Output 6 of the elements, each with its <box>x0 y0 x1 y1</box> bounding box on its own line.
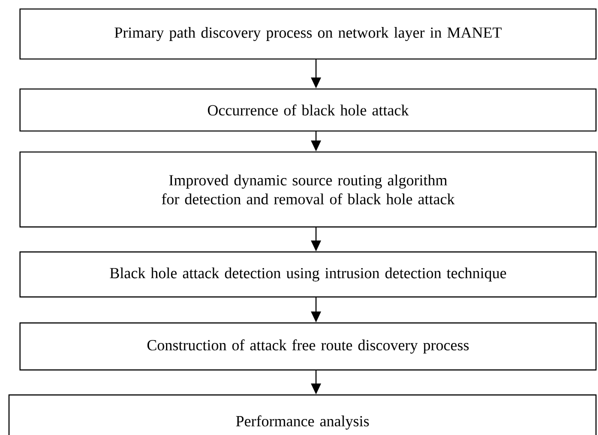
process-box: Improved dynamic source routing algorithm for detection and removal of black hole attack <box>19 151 597 228</box>
process-box: Construction of attack free route discovery process <box>19 322 597 371</box>
process-box: Black hole attack detection using intrusion detection technique <box>19 251 597 298</box>
process-box: Occurrence of black hole attack <box>19 88 597 132</box>
process-box: Primary path discovery process on network layer in MANET <box>19 8 597 60</box>
process-box: Performance analysis <box>8 394 597 435</box>
